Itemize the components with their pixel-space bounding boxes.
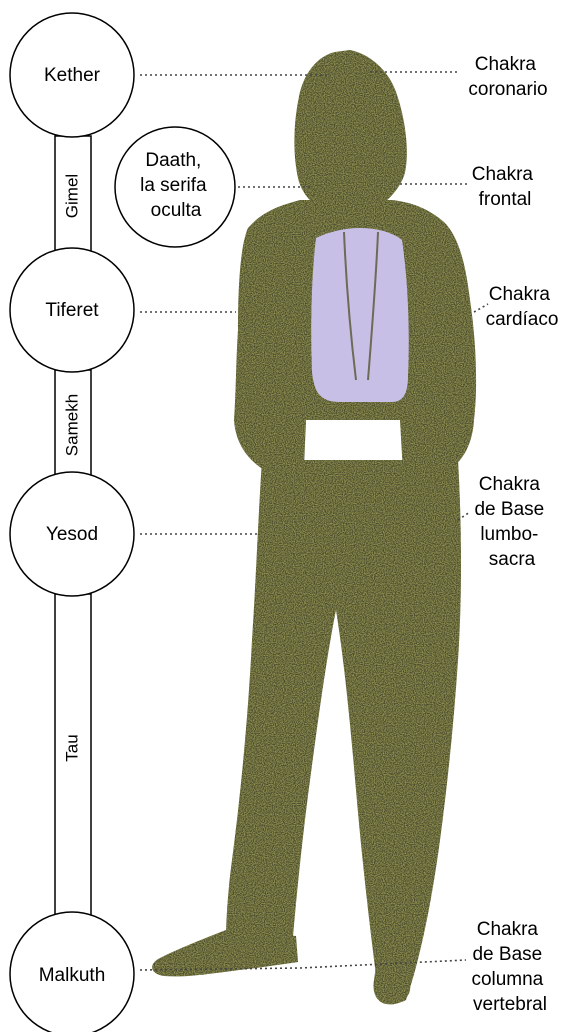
- sephira-yesod-label: Yesod: [46, 524, 98, 545]
- sephira-malkuth-label: Malkuth: [39, 965, 106, 986]
- figure-pants: [226, 460, 461, 1003]
- path-gimel-label: Gimel: [62, 174, 81, 218]
- frontal-line-1: Chakra: [472, 164, 534, 185]
- daath-line-3: oculta: [151, 200, 202, 221]
- columna-line-4: vertebral: [473, 994, 547, 1015]
- cardiaco-line-2: cardíaco: [486, 309, 559, 330]
- daath-line-1: Daath,: [145, 150, 201, 171]
- chakra-base-columna-label: Chakra de Base columna vertebral: [471, 919, 548, 1015]
- lumbosacra-line-1: Chakra: [479, 474, 541, 495]
- cardiaco-line-1: Chakra: [489, 284, 551, 305]
- chakra-frontal-label: Chakra frontal: [472, 164, 539, 210]
- columna-line-2: de Base: [472, 944, 542, 965]
- frontal-line-2: frontal: [479, 189, 532, 210]
- columna-line-3: columna: [471, 969, 543, 990]
- coronario-line-2: coronario: [468, 79, 547, 100]
- columna-line-1: Chakra: [477, 919, 539, 940]
- daath-line-2: la serifa: [140, 175, 207, 196]
- chakra-coronario-label: Chakra coronario: [468, 54, 547, 100]
- sephira-daath-label: Daath, la serifa oculta: [140, 150, 212, 221]
- sephira-kether-label: Kether: [44, 65, 101, 86]
- chakra-base-lumbosacra-label: Chakra de Base lumbo- sacra: [474, 474, 549, 570]
- path-samekh-label: Samekh: [62, 394, 81, 456]
- lumbosacra-line-2: de Base: [474, 499, 544, 520]
- sephira-tiferet-label: Tiferet: [45, 300, 99, 321]
- coronario-line-1: Chakra: [475, 54, 537, 75]
- figure-shirt: [311, 228, 409, 402]
- chakra-cardiaco-label: Chakra cardíaco: [486, 284, 559, 330]
- path-tau-label: Tau: [62, 734, 81, 761]
- lumbosacra-line-4: sacra: [489, 549, 536, 570]
- lumbosacra-line-3: lumbo-: [480, 524, 538, 545]
